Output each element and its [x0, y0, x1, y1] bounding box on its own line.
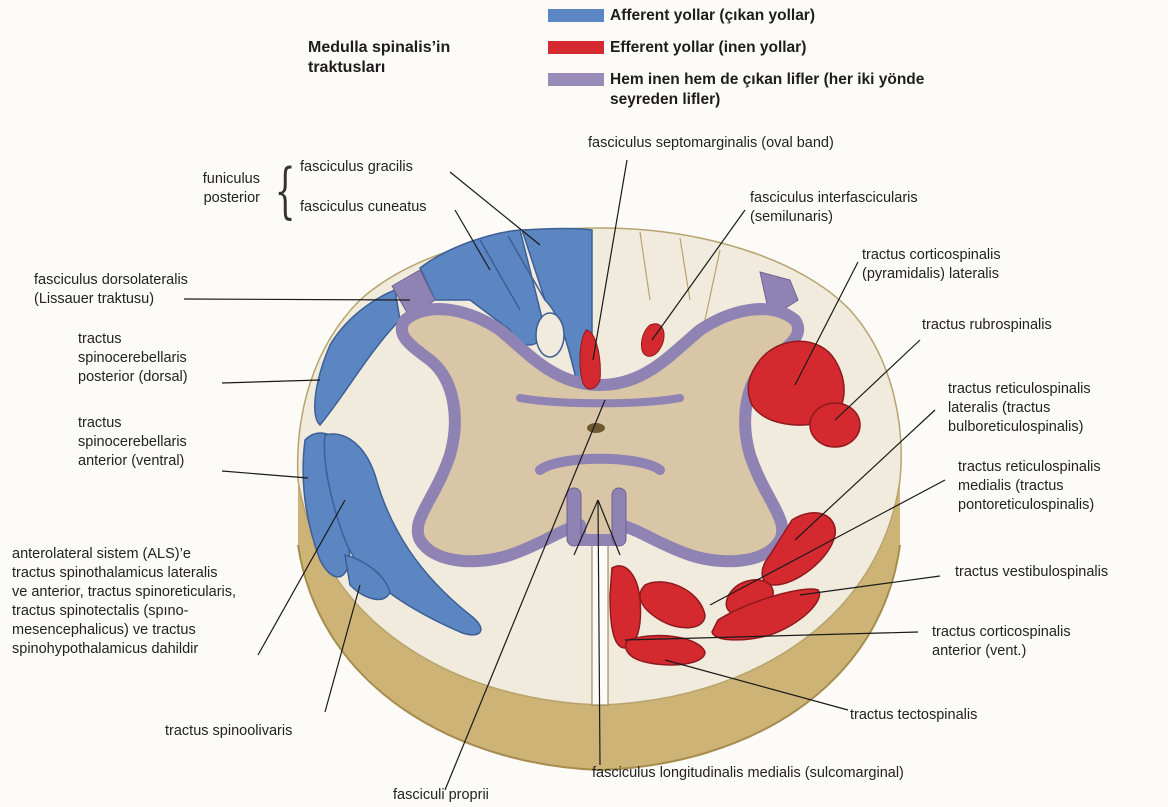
leader-spinocerebellar-anterior: [222, 471, 308, 478]
label-anterolateral-system: anterolateral sistem (ALS)’e tractus spi…: [12, 545, 236, 659]
label-funiculus-posterior: funiculus posterior: [160, 170, 260, 208]
label-fasciculus-longitudinalis-medialis: fasciculus longitudinalis medialis (sulc…: [592, 764, 904, 783]
brace-symbol: {: [275, 158, 296, 224]
gracilis-inner-oval: [536, 313, 564, 357]
leader-spinocerebellar-posterior: [222, 380, 320, 383]
label-fasciculus-dorsolateralis: fasciculus dorsolateralis (Lissauer trak…: [34, 271, 188, 309]
label-tractus-spinoolivaris: tractus spinoolivaris: [165, 722, 292, 741]
label-fasciculus-cuneatus: fasciculus cuneatus: [300, 198, 427, 217]
mlf-left: [567, 488, 581, 546]
label-tractus-tectospinalis: tractus tectospinalis: [850, 706, 977, 725]
label-tractus-vestibulospinalis: tractus vestibulospinalis: [955, 563, 1108, 582]
rubrospinal-tract: [810, 403, 860, 447]
label-fasciculus-interfascicularis: fasciculus interfascicularis (semilunari…: [750, 189, 918, 227]
label-tractus-corticospinalis-anterior: tractus corticospinalis anterior (vent.): [932, 623, 1071, 661]
label-tractus-reticulospinalis-medialis: tractus reticulospinalis medialis (tract…: [958, 458, 1101, 515]
label-fasciculi-proprii: fasciculi proprii: [393, 786, 489, 805]
label-tractus-spinocerebellaris-anterior: tractus spinocerebellaris anterior (vent…: [78, 414, 187, 471]
central-canal: [587, 423, 605, 433]
label-tractus-reticulospinalis-lateralis: tractus reticulospinalis lateralis (trac…: [948, 380, 1091, 437]
anterior-median-fissure: [592, 533, 608, 706]
label-tractus-rubrospinalis: tractus rubrospinalis: [922, 316, 1052, 335]
label-tractus-spinocerebellaris-posterior: tractus spinocerebellaris posterior (dor…: [78, 330, 188, 387]
mlf-right: [612, 488, 626, 546]
label-fasciculus-gracilis: fasciculus gracilis: [300, 158, 413, 177]
label-fasciculus-septomarginalis: fasciculus septomarginalis (oval band): [588, 134, 834, 153]
label-tractus-corticospinalis-lateralis: tractus corticospinalis (pyramidalis) la…: [862, 246, 1001, 284]
